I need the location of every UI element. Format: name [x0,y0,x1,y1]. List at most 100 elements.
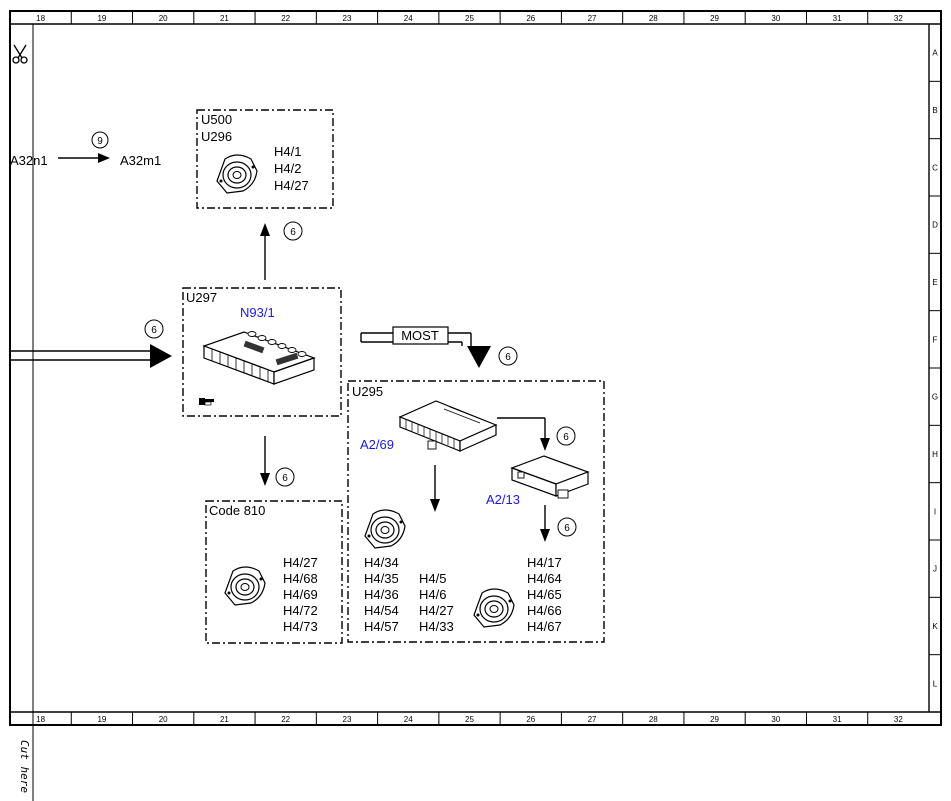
ruler-column-label: 30 [771,14,780,23]
ruler-column-label: 26 [526,14,535,23]
code-810-label: Code 810 [209,503,265,518]
u295-col1-item: H4/36 [364,587,399,602]
amplifier-module-icon [398,400,498,452]
arrow-down-code-head [260,473,270,486]
arrow-up-head [260,223,270,236]
ruler-column-label: 29 [710,715,719,724]
circle-left-in-number: 6 [151,325,157,336]
a269-to-a213-head [540,438,550,451]
ruler-row-label: H [932,450,938,459]
ruler-column-label: 32 [894,715,903,724]
ruler-column-label: 29 [710,14,719,23]
circle-down-right-number: 6 [564,523,570,534]
u500-label: U500 [201,112,232,127]
circle-down-right [557,517,577,537]
a2-13-label: A2/13 [486,492,520,507]
u295-col3-item: H4/66 [527,603,562,618]
circle-down-code [275,467,295,487]
code-810-item: H4/68 [283,571,318,586]
ruler-column-label: 32 [894,14,903,23]
code-810-item: H4/72 [283,603,318,618]
u295-col3-item: H4/67 [527,619,562,634]
ruler-column-label: 31 [833,715,842,724]
u295-col3-item: H4/65 [527,587,562,602]
ruler-column-label: 27 [588,715,597,724]
circle-left-in [144,319,164,339]
ruler-row-label: D [932,221,938,230]
ruler-column-label: 25 [465,715,474,724]
ruler-row-label: F [933,335,938,344]
ruler-row-label: E [932,278,937,287]
most-arrow-head [467,346,491,368]
ref-to-label: A32m1 [120,153,161,168]
ruler-column-label: 25 [465,14,474,23]
box-u297 [182,287,342,417]
circle-up [283,221,303,241]
ruler-column-label: 18 [36,715,45,724]
scissors-icon [12,44,28,64]
u500-item: H4/2 [274,161,301,176]
ruler-column-label: 23 [343,14,352,23]
circle-up-number: 6 [290,227,296,238]
a2-69-label: A2/69 [360,437,394,452]
ruler-row-label: B [932,106,937,115]
ruler-column-label: 20 [159,715,168,724]
u297-label: U297 [186,290,217,305]
ruler-column-label: 22 [281,14,290,23]
a213-down-head [540,529,550,542]
code-810-item: H4/27 [283,555,318,570]
circle-down-code-number: 6 [282,473,288,484]
ruler-row-label: L [933,679,938,688]
code-810-item: H4/73 [283,619,318,634]
input-arrow-head [150,344,172,368]
ruler-column-label: 27 [588,14,597,23]
most-label-box [392,326,449,345]
tuner-module-icon [510,455,590,499]
ruler-column-label: 28 [649,715,658,724]
most-label: MOST [401,328,439,343]
ruler-row-label: C [932,163,938,172]
box-code-810 [205,500,343,644]
ruler-row-label: A [932,49,938,58]
cut-here-label: Cut here [18,740,31,793]
hand-pointer-icon [199,398,214,406]
u295-col2-item: H4/5 [419,571,446,586]
ruler-column-label: 23 [343,715,352,724]
u295-col3-item: H4/64 [527,571,562,586]
ruler-row-label: I [934,507,936,516]
circle-a213 [556,426,576,446]
u295-col2-item: H4/27 [419,603,454,618]
speaker-icon [364,509,406,549]
ref-circle [91,131,109,149]
ruler-row-label: G [932,393,938,402]
right-ruler: A B C D E F G H I J K L [929,49,941,688]
code-810-item: H4/69 [283,587,318,602]
ruler-row-label: K [932,622,938,631]
ruler-column-label: 24 [404,14,413,23]
u500-item: H4/27 [274,178,309,193]
ruler-column-label: 19 [97,715,106,724]
ruler-column-label: 31 [833,14,842,23]
speaker-icon [216,154,258,194]
box-u500 [196,109,334,209]
ruler-column-label: 21 [220,715,229,724]
ruler-column-label: 28 [649,14,658,23]
box-u295 [347,380,605,643]
u295-col1-item: H4/57 [364,619,399,634]
circle-most [498,346,518,366]
circle-a213-number: 6 [563,432,569,443]
n93-1-label: N93/1 [240,305,275,320]
ruler-column-label: 20 [159,14,168,23]
u295-col2-item: H4/33 [419,619,454,634]
u295-label: U295 [352,384,383,399]
ref-from-label: A32n1 [10,153,48,168]
ruler-column-label: 24 [404,715,413,724]
u295-col1-item: H4/34 [364,555,399,570]
ruler-column-label: 26 [526,715,535,724]
speaker-icon [224,566,266,606]
control-unit-icon [202,331,316,385]
ruler-row-label: J [933,565,937,574]
